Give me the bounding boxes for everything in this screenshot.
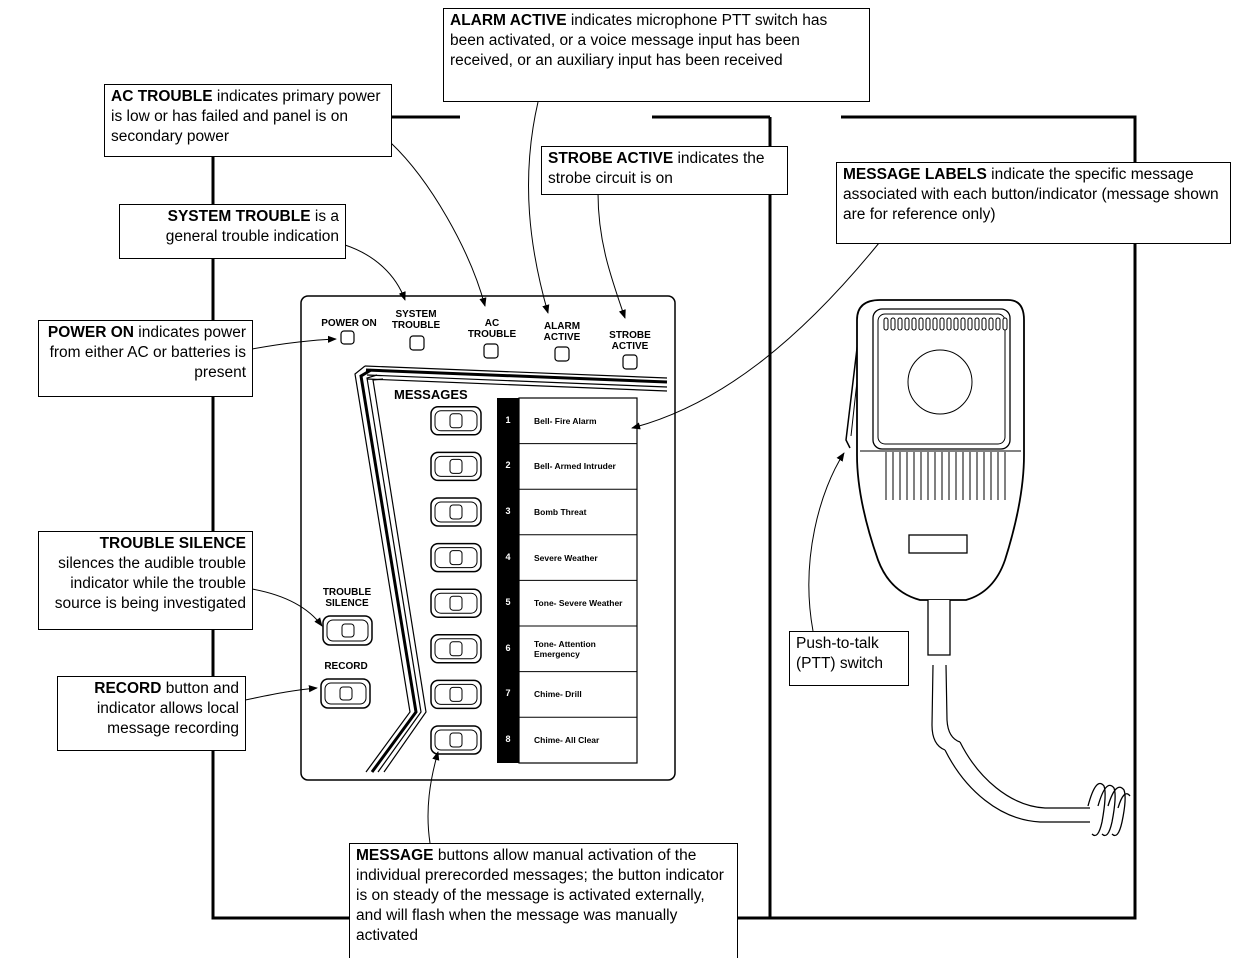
message-label-1: Bell- Fire Alarm [534, 415, 597, 426]
message-button-6[interactable] [430, 634, 482, 664]
message-button-1[interactable] [430, 406, 482, 436]
grille-slot [946, 317, 952, 331]
grille-slot [988, 317, 994, 331]
grille-slot [911, 317, 917, 331]
callout-ac-trouble: AC TROUBLE indicates primary power is lo… [104, 84, 392, 157]
trouble-silence-label: TROUBLE SILENCE [322, 587, 372, 609]
panel-bevel-stripes [354, 365, 668, 773]
message-number-1: 1 [505, 414, 511, 425]
grille-slot [981, 317, 987, 331]
message-label-7: Chime- Drill [534, 689, 582, 700]
indicator-leds [340, 330, 638, 370]
callout-strobe-active: STROBE ACTIVE indicates the strobe circu… [541, 146, 788, 195]
power-on-label: POWER ON [321, 318, 377, 329]
led-power-on [340, 330, 355, 345]
led-alarm-active [554, 346, 570, 362]
grille-slot [953, 317, 959, 331]
record-label: RECORD [324, 661, 368, 672]
grille-slot [925, 317, 931, 331]
callout-trouble-silence: TROUBLE SILENCE silences the audible tro… [38, 531, 253, 630]
microphone-body [856, 299, 1025, 601]
message-label-3: Bomb Threat [534, 507, 587, 517]
trouble-silence-button[interactable] [322, 615, 373, 646]
grille-slot [883, 317, 889, 331]
callout-system-trouble: SYSTEM TROUBLE is a general trouble indi… [119, 204, 346, 259]
message-number-7: 7 [505, 688, 511, 699]
message-label-2: Bell- Armed Intruder [534, 461, 616, 472]
callout-alarm-active: ALARM ACTIVE indicates microphone PTT sw… [443, 8, 870, 102]
callout-record: RECORD button and indicator allows local… [57, 676, 246, 751]
message-label-4: Severe Weather [534, 552, 598, 563]
ac-trouble-label: AC TROUBLE [467, 318, 517, 340]
message-button-8[interactable] [430, 725, 482, 755]
grille-slot [939, 317, 945, 331]
strobe-active-label: STROBE ACTIVE [609, 330, 651, 352]
message-label-strip [497, 397, 638, 764]
callout-ptt: Push-to-talk (PTT) switch [789, 631, 909, 686]
callout-message-labels: MESSAGE LABELS indicate the specific mes… [836, 162, 1231, 244]
message-button-2[interactable] [430, 451, 482, 482]
message-number-2: 2 [505, 460, 511, 471]
message-button-3[interactable] [430, 497, 482, 527]
led-ac-trouble [483, 343, 499, 359]
callout-power-on: POWER ON indicates power from either AC … [38, 320, 253, 397]
alarm-active-label: ALARM ACTIVE [543, 321, 581, 343]
record-button[interactable] [320, 678, 371, 709]
message-label-6: Tone- Attention Emergency [534, 638, 596, 659]
leader-lines [244, 101, 880, 844]
grille-slot [1002, 317, 1008, 331]
message-number-6: 6 [505, 642, 511, 653]
message-label-8: Chime- All Clear [534, 735, 600, 745]
message-number-4: 4 [505, 551, 511, 562]
grille-slot [995, 317, 1001, 331]
message-buttons [430, 406, 482, 755]
grille-slot [897, 317, 903, 331]
message-number-5: 5 [505, 597, 511, 608]
message-button-5[interactable] [430, 588, 482, 618]
message-label-5: Tone- Severe Weather [534, 598, 623, 609]
microphone-illustration [845, 299, 1131, 837]
grille-slot [960, 317, 966, 331]
grille-slot [967, 317, 973, 331]
led-system-trouble [409, 335, 425, 351]
callout-message: MESSAGE buttons allow manual activation … [349, 843, 738, 958]
message-number-8: 8 [505, 734, 511, 744]
grille-slot [890, 317, 896, 331]
cabinet-outline [211, 115, 1137, 920]
messages-header: MESSAGES [394, 387, 468, 402]
grille-slot [904, 317, 910, 331]
message-number-3: 3 [505, 506, 511, 516]
grille-slot [932, 317, 938, 331]
grille-slot [918, 317, 924, 331]
message-button-7[interactable] [430, 679, 482, 710]
grille-slot [974, 317, 980, 331]
coiled-cord [1087, 782, 1131, 837]
microphone-label-window [908, 534, 968, 554]
system-trouble-label: SYSTEM TROUBLE [391, 309, 441, 331]
led-strobe-active [622, 354, 638, 370]
message-button-4[interactable] [430, 542, 482, 573]
